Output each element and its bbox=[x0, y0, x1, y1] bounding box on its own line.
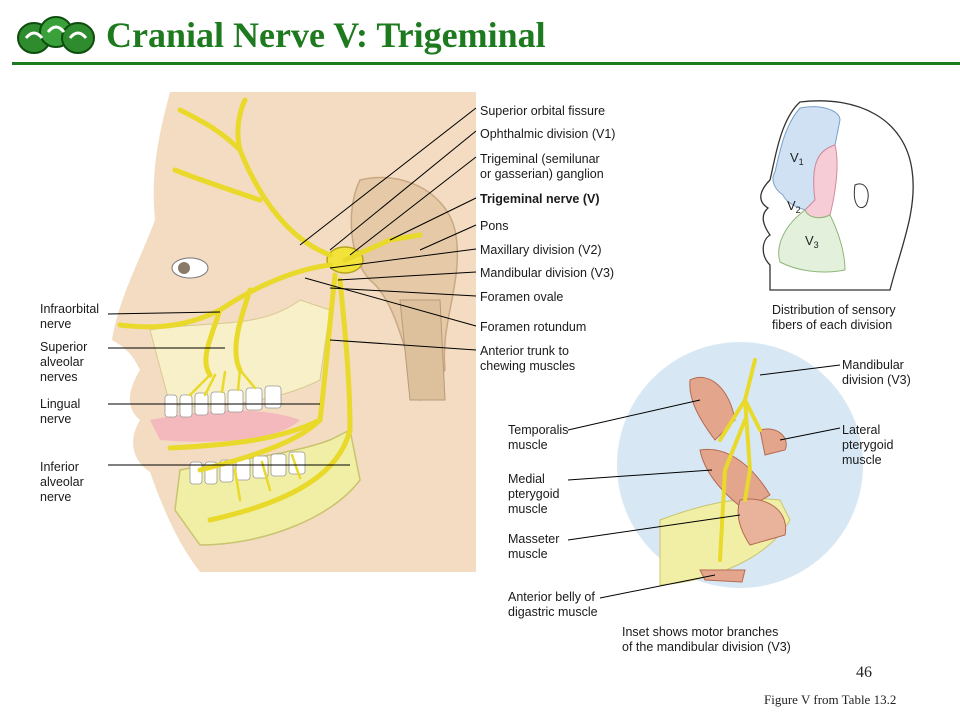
nerve-branches bbox=[117, 97, 423, 523]
label-lateral-pterygoid-3: muscle bbox=[842, 453, 882, 467]
label-temporalis-2: muscle bbox=[508, 438, 548, 452]
sensory-caption-1: Distribution of sensory bbox=[772, 303, 896, 317]
motor-inset bbox=[567, 342, 863, 599]
leader-lines-left bbox=[107, 311, 350, 466]
medial-pterygoid-muscle bbox=[699, 448, 771, 511]
label-anterior-trunk-2: chewing muscles bbox=[480, 359, 576, 373]
label-lingual-2: nerve bbox=[40, 412, 72, 426]
label-lateral-pterygoid-2: pterygoid bbox=[842, 438, 894, 452]
label-superior-alveolar-2: alveolar bbox=[40, 355, 84, 369]
logo-icon bbox=[17, 16, 95, 54]
page-number: 46 bbox=[856, 664, 872, 681]
face-outline bbox=[36, 92, 200, 572]
pupil bbox=[178, 262, 190, 274]
digastric-muscle bbox=[699, 569, 746, 583]
label-mandibular-inset-2: division (V3) bbox=[842, 373, 911, 387]
label-medial-pterygoid-2: pterygoid bbox=[508, 487, 560, 501]
label-masseter-2: muscle bbox=[508, 547, 548, 561]
label-inferior-alveolar-3: nerve bbox=[40, 490, 72, 504]
label-masseter-1: Masseter bbox=[508, 532, 560, 546]
label-medial-pterygoid-1: Medial bbox=[508, 472, 545, 486]
label-mandibular-inset-1: Mandibular bbox=[842, 358, 904, 372]
label-pons: Pons bbox=[480, 219, 509, 233]
spine bbox=[399, 299, 446, 401]
gum-tissue bbox=[150, 410, 300, 442]
figure-caption: Figure V from Table 13.2 bbox=[764, 692, 897, 707]
label-superior-alveolar-3: nerves bbox=[40, 370, 78, 384]
label-digastric-1: Anterior belly of bbox=[508, 590, 595, 604]
label-superior-alveolar-1: Superior bbox=[40, 340, 88, 354]
label-trigeminal-ganglion-2: or gasserian) ganglion bbox=[480, 167, 604, 181]
label-infraorbital-1: Infraorbital bbox=[40, 302, 100, 316]
label-superior-orbital-fissure: Superior orbital fissure bbox=[480, 104, 606, 118]
label-foramen-rotundum: Foramen rotundum bbox=[480, 320, 587, 334]
trigeminal-diagram: V1 V2 V3 bbox=[36, 92, 914, 599]
label-trigeminal-ganglion-1: Trigeminal (semilunar bbox=[480, 152, 600, 166]
label-anterior-trunk-1: Anterior trunk to bbox=[480, 344, 569, 358]
label-lateral-pterygoid-1: Lateral bbox=[842, 423, 881, 437]
title-divider bbox=[12, 62, 960, 65]
lateral-pterygoid-muscle bbox=[759, 428, 787, 456]
slide-title: Cranial Nerve V: Trigeminal bbox=[106, 15, 546, 55]
label-foramen-ovale: Foramen ovale bbox=[480, 290, 564, 304]
sensory-distribution-inset: V1 V2 V3 bbox=[760, 100, 914, 291]
label-mandibular-division: Mandibular division (V3) bbox=[480, 266, 615, 280]
label-infraorbital-2: nerve bbox=[40, 317, 72, 331]
fine-branches bbox=[188, 368, 302, 502]
label-lingual-1: Lingual bbox=[40, 397, 81, 411]
motor-caption-1: Inset shows motor branches bbox=[622, 625, 779, 639]
sensory-caption-2: fibers of each division bbox=[772, 318, 893, 332]
label-temporalis-1: Temporalis bbox=[508, 423, 569, 437]
label-ophthalmic-division: Ophthalmic division (V1) bbox=[480, 127, 616, 141]
label-digastric-2: digastric muscle bbox=[508, 605, 598, 619]
label-medial-pterygoid-3: muscle bbox=[508, 502, 548, 516]
label-inferior-alveolar-1: Inferior bbox=[40, 460, 79, 474]
leader-lines-right bbox=[299, 107, 477, 351]
temporalis-muscle bbox=[689, 376, 736, 441]
label-inferior-alveolar-2: alveolar bbox=[40, 475, 84, 489]
motor-caption-2: of the mandibular division (V3) bbox=[622, 640, 791, 654]
label-trigeminal-nerve: Trigeminal nerve (V) bbox=[480, 192, 600, 206]
label-maxillary-division: Maxillary division (V2) bbox=[480, 243, 602, 257]
